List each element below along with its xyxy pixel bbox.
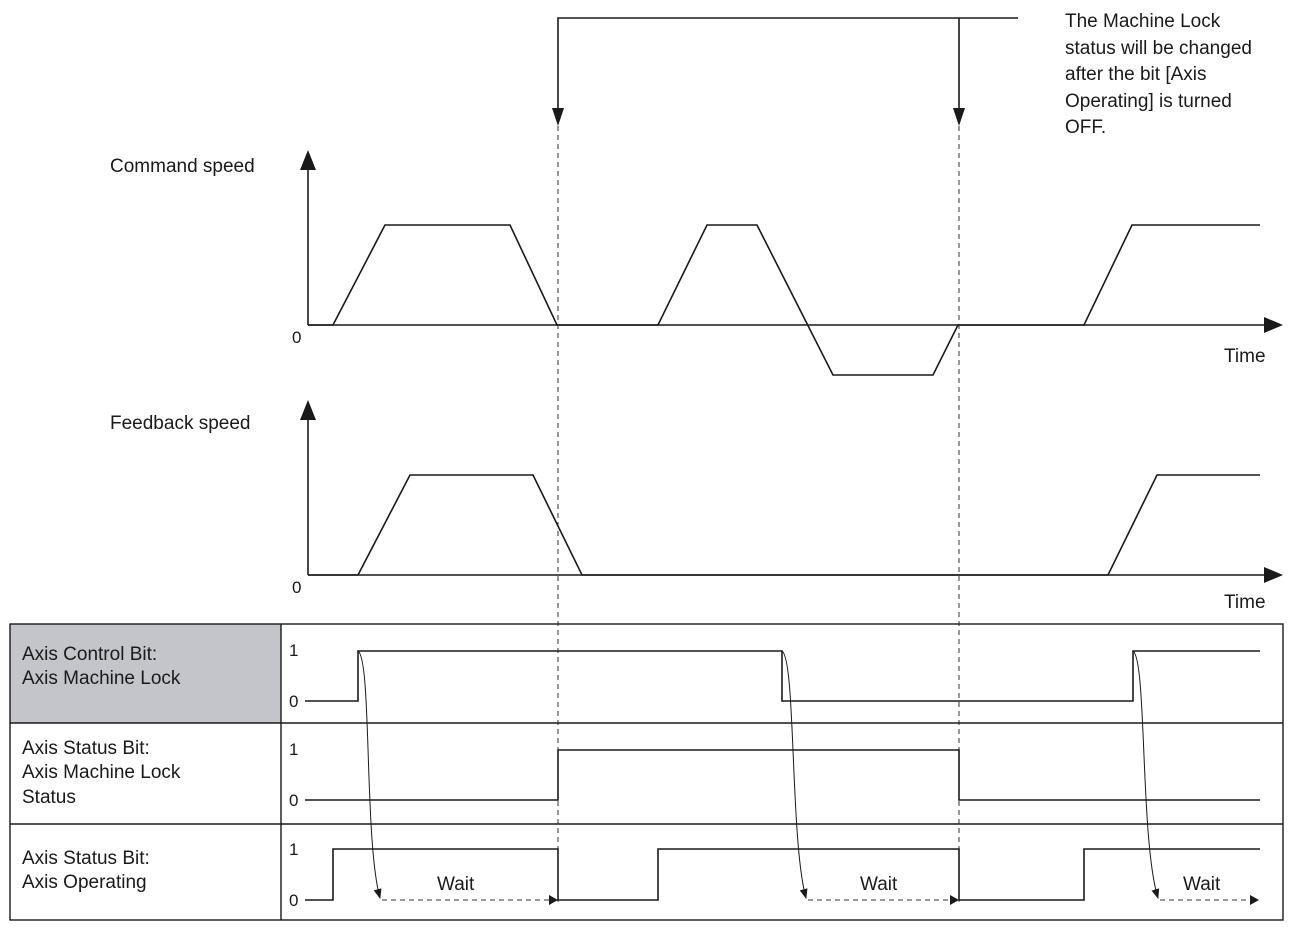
command-speed-graph: Command speed 0 Time: [110, 150, 1283, 376]
wait-arrowhead-2: [950, 895, 959, 905]
cause-arrow-3: [1132, 650, 1160, 899]
feedback-speed-label: Feedback speed: [110, 413, 251, 434]
row-one-tick: 1: [289, 740, 298, 759]
wait-arrowhead-1: [549, 895, 558, 905]
row-label-line: Status: [22, 787, 76, 808]
row-label-line: Axis Operating: [22, 872, 147, 893]
row-zero-tick: 0: [289, 692, 298, 711]
wait-arrowhead-3: [1250, 895, 1259, 905]
axis-operating-signal: [305, 848, 1260, 901]
row-label-line: Axis Status Bit:: [22, 738, 150, 759]
row-label-line: Axis Machine Lock: [22, 668, 181, 689]
feedback-y-arrowhead: [300, 400, 316, 420]
command-y-arrowhead: [300, 150, 316, 170]
machine-lock-status-signal: [305, 749, 1260, 801]
bit-table: Axis Control Bit: Axis Machine Lock 1 0 …: [9, 623, 1284, 921]
note-line: status will be changed: [1065, 38, 1252, 59]
row-label-shade: [10, 624, 281, 723]
note-line: after the bit [Axis: [1065, 64, 1207, 85]
row-one-tick: 1: [289, 840, 298, 859]
feedback-zero-label: 0: [292, 578, 301, 597]
row-label-line: Axis Control Bit:: [22, 644, 157, 665]
annotation-callout: The Machine Lock status will be changed …: [552, 11, 1252, 138]
feedback-x-arrowhead: [1264, 567, 1283, 583]
command-zero-label: 0: [292, 328, 301, 347]
command-speed-trace: [308, 224, 1260, 376]
table-border: [9, 623, 1284, 921]
command-time-label: Time: [1224, 346, 1266, 367]
row-one-tick: 1: [289, 641, 298, 660]
callout-line: [557, 17, 1018, 120]
note-line: OFF.: [1065, 117, 1106, 138]
wait-label: Wait: [437, 874, 475, 895]
command-x-arrowhead: [1264, 317, 1283, 333]
callout-arrowhead-left: [552, 108, 564, 126]
row-label-line: Axis Status Bit:: [22, 848, 150, 869]
command-speed-label: Command speed: [110, 156, 255, 177]
wait-label: Wait: [1183, 874, 1221, 895]
callout-arrowhead-right: [953, 108, 965, 126]
wait-label: Wait: [860, 874, 898, 895]
row-label-line: Axis Machine Lock: [22, 762, 181, 783]
feedback-speed-graph: Feedback speed 0 Time: [110, 400, 1283, 613]
note-line: Operating] is turned: [1065, 91, 1232, 112]
feedback-speed-trace: [308, 474, 1260, 576]
feedback-time-label: Time: [1224, 592, 1266, 613]
row-zero-tick: 0: [289, 891, 298, 910]
row-zero-tick: 0: [289, 791, 298, 810]
cause-arrow-1: [357, 650, 382, 899]
cause-arrow-2: [781, 650, 808, 899]
machine-lock-signal: [305, 650, 1260, 702]
note-line: The Machine Lock: [1065, 11, 1221, 32]
